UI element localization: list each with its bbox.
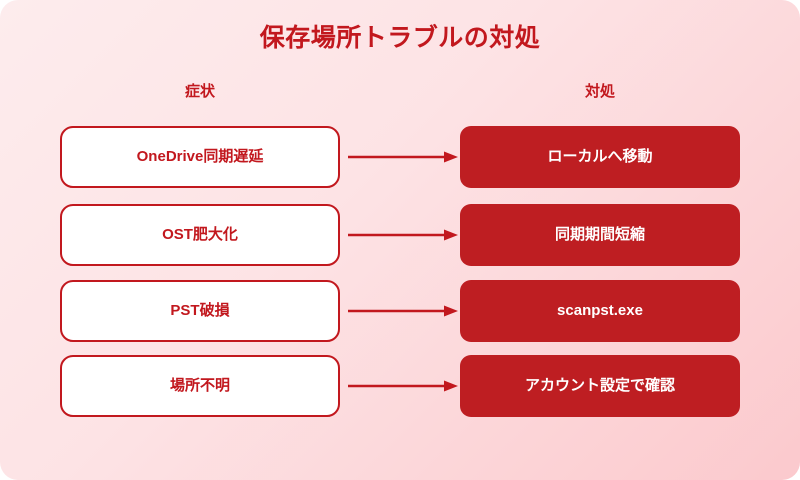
mapping-row: OneDrive同期遅延 ローカルへ移動 — [0, 126, 800, 188]
symptom-label: OST肥大化 — [162, 226, 238, 243]
arrow-right-icon — [348, 228, 460, 242]
mapping-row: PST破損 scanpst.exe — [0, 280, 800, 342]
mapping-row: 場所不明 アカウント設定で確認 — [0, 355, 800, 417]
action-label: アカウント設定で確認 — [524, 377, 675, 394]
arrow-right-icon — [348, 379, 460, 393]
action-box[interactable]: 同期期間短縮 — [460, 204, 740, 266]
action-label: scanpst.exe — [557, 302, 643, 319]
action-box[interactable]: アカウント設定で確認 — [460, 355, 740, 417]
column-header-action: 対処 — [584, 83, 615, 100]
page-title: 保存場所トラブルの対処 — [259, 24, 541, 52]
symptom-box[interactable]: 場所不明 — [60, 355, 340, 417]
arrow-right-icon — [348, 304, 460, 318]
arrow-right-icon — [348, 150, 460, 164]
column-header-symptom: 症状 — [184, 83, 215, 100]
symptom-label: PST破損 — [170, 302, 230, 319]
symptom-box[interactable]: OneDrive同期遅延 — [60, 126, 340, 188]
symptom-label: 場所不明 — [169, 377, 230, 394]
action-box[interactable]: ローカルへ移動 — [460, 126, 740, 188]
mapping-row: OST肥大化 同期期間短縮 — [0, 204, 800, 266]
symptom-label: OneDrive同期遅延 — [136, 148, 264, 165]
action-label: 同期期間短縮 — [554, 226, 645, 243]
symptom-box[interactable]: OST肥大化 — [60, 204, 340, 266]
action-label: ローカルへ移動 — [547, 148, 653, 165]
symptom-box[interactable]: PST破損 — [60, 280, 340, 342]
action-box[interactable]: scanpst.exe — [460, 280, 740, 342]
